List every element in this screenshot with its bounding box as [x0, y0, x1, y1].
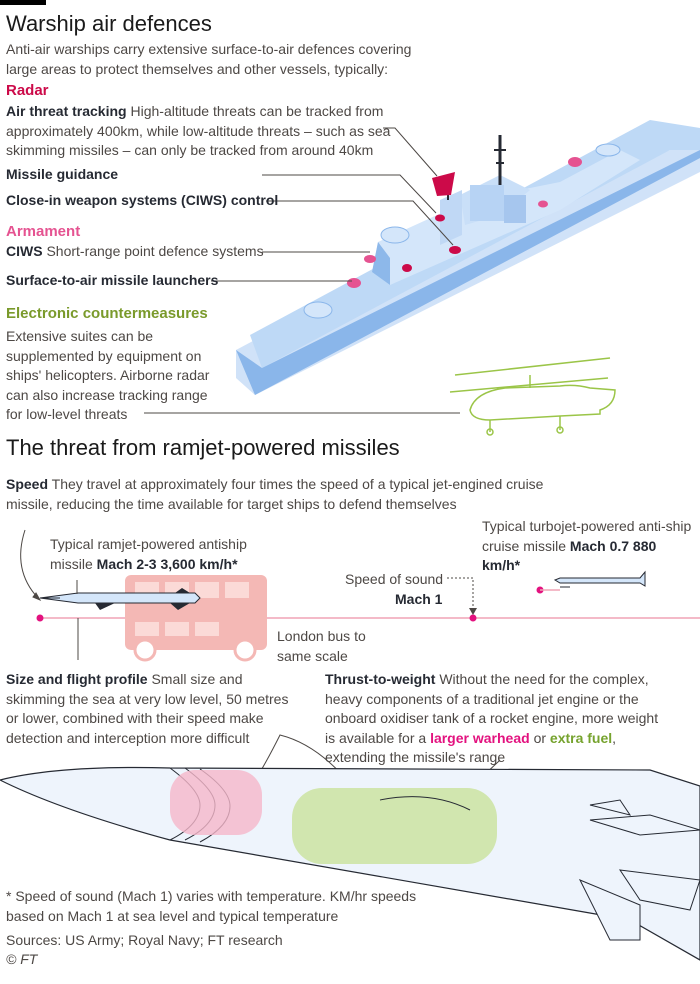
ecm-text: Extensive suites can be supplemented by …: [6, 328, 210, 422]
sam-launchers-label: Surface-to-air missile launchers: [6, 272, 219, 288]
speed-text: Speed They travel at approximately four …: [6, 475, 566, 514]
ship-callouts: [144, 127, 460, 414]
turbojet-stats: Mach 0.7 880 km/h*: [482, 537, 657, 574]
warhead-label: larger warhead: [430, 729, 530, 746]
section1-title: Warship air defences: [6, 11, 212, 36]
thrust-post: , extending the missile's range: [325, 729, 617, 766]
ramjet-label: Typical ramjet-powered antiship missile …: [50, 535, 270, 574]
turbojet-missile-small: [553, 570, 646, 588]
air-threat-label: Air threat tracking: [6, 103, 127, 119]
missile-guidance-label: Missile guidance: [6, 166, 119, 182]
air-threat-text: Air threat tracking High-altitude threat…: [6, 102, 391, 161]
helicopter: [449, 357, 616, 436]
ciws-description: Short-range point defence systems: [46, 243, 264, 259]
ramjet-missile-small: [39, 588, 201, 610]
armament-heading: Armament: [6, 223, 81, 240]
fuel-label: extra fuel: [549, 729, 613, 746]
turbojet-description: Typical turbojet-powered anti-ship cruis…: [482, 518, 692, 554]
sources: Sources: US Army; Royal Navy; FT researc…: [6, 932, 283, 948]
section2-title: The threat from ramjet-powered missiles: [6, 435, 400, 460]
thrust-description: Without the need for the complex, heavy …: [325, 671, 659, 746]
bus-label: London bus to same scale: [277, 628, 366, 664]
brand-bar: [0, 0, 46, 5]
size-description: Small size and skimming the sea at very …: [6, 671, 289, 746]
size-text: Size and flight profile Small size and s…: [6, 670, 296, 748]
speed-of-sound-label: Speed of sound: [345, 571, 444, 587]
speed-of-sound-mach: Mach 1: [395, 591, 443, 607]
intro-text: Anti-air warships carry extensive surfac…: [6, 41, 412, 77]
turbojet-label: Typical turbojet-powered anti-ship cruis…: [482, 517, 697, 576]
footnote: * Speed of sound (Mach 1) varies with te…: [6, 888, 417, 924]
ramjet-missile-large: [0, 766, 700, 961]
ciws-label: CIWS: [6, 243, 43, 259]
ciws-control-label: Close-in weapon systems (CIWS) control: [6, 192, 279, 208]
credit: © FT: [6, 951, 38, 967]
speed-label: Speed: [6, 476, 49, 492]
air-threat-description: High-altitude threats can be tracked fro…: [6, 103, 391, 158]
speed-description: They travel at approximately four times …: [6, 476, 544, 512]
ramjet-stats: Mach 2-3 3,600 km/h*: [96, 555, 238, 572]
london-bus: [125, 575, 267, 662]
ramjet-description: Typical ramjet-powered antiship missile: [50, 536, 247, 572]
radar-heading: Radar: [6, 82, 49, 99]
thrust-text: Thrust-to-weight Without the need for th…: [325, 670, 670, 768]
warship: [236, 120, 700, 395]
thrust-label: Thrust-to-weight: [325, 671, 436, 687]
size-label: Size and flight profile: [6, 671, 148, 687]
ciws-text: CIWS Short-range point defence systems: [6, 242, 264, 262]
ecm-heading: Electronic countermeasures: [6, 305, 208, 322]
thrust-or: or: [533, 729, 547, 746]
